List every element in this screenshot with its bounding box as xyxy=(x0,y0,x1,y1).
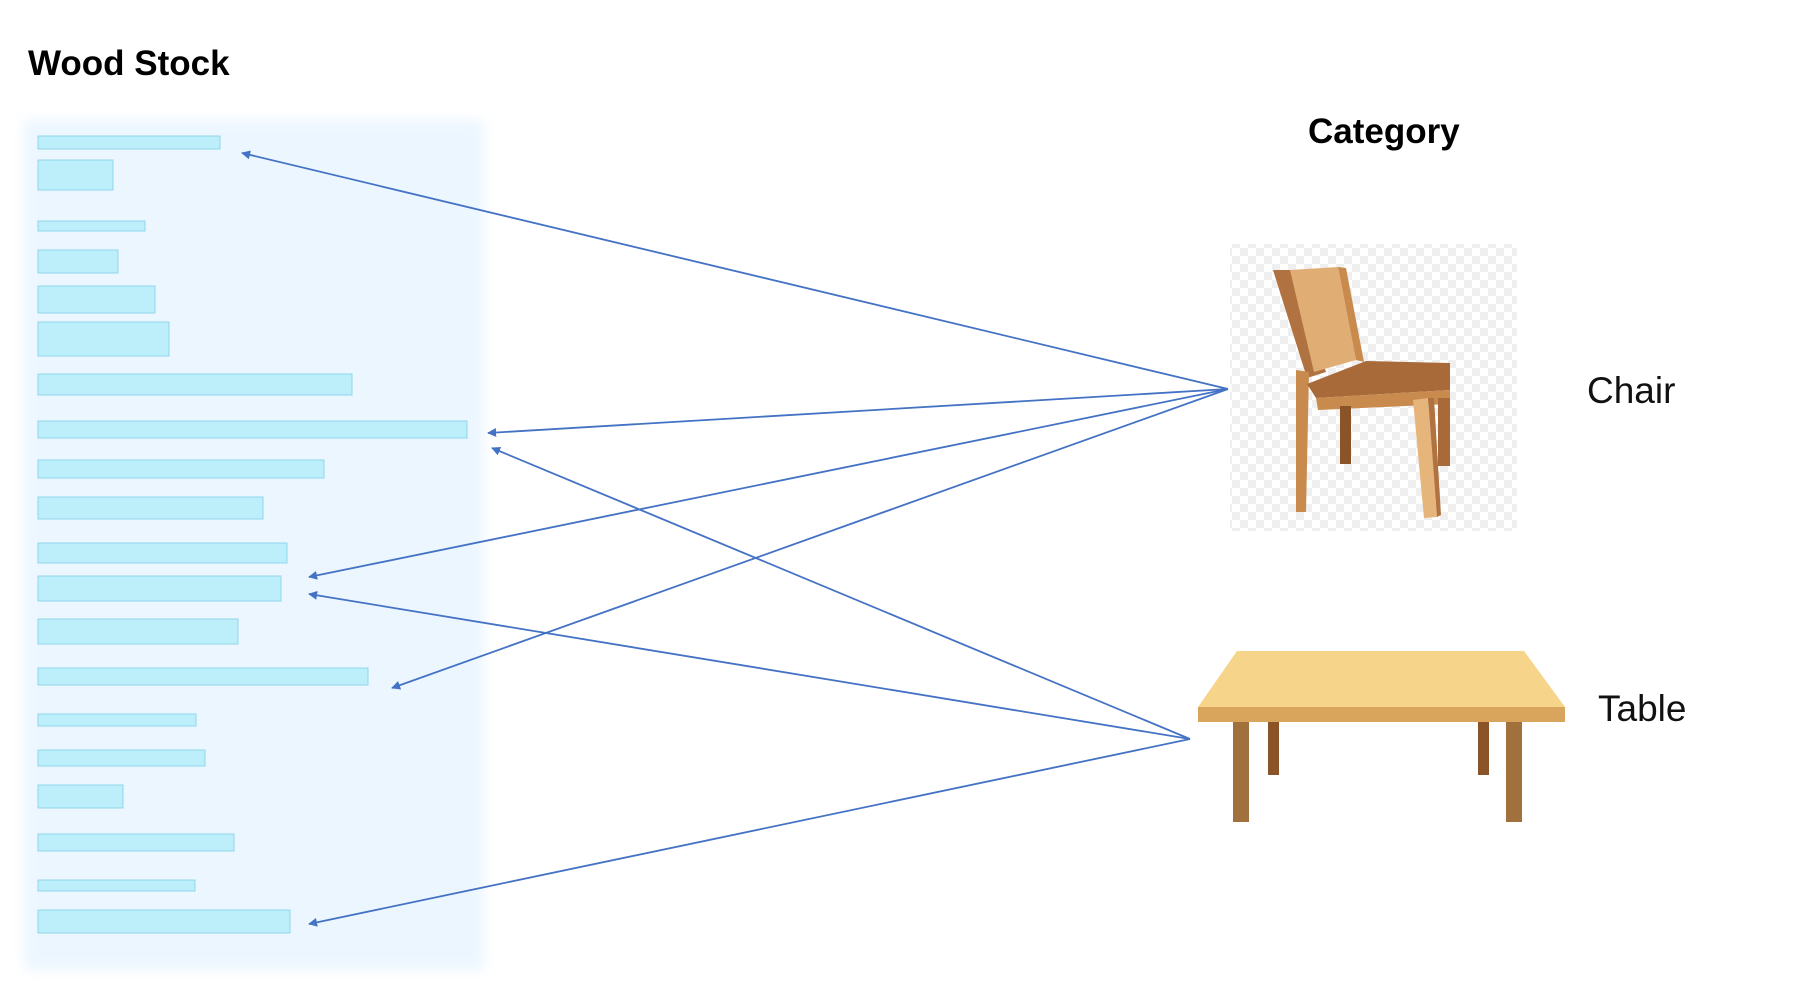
stock-item-8 xyxy=(37,420,468,439)
stock-item-15 xyxy=(37,713,197,727)
stock-item-2 xyxy=(37,159,114,191)
stock-item-17 xyxy=(37,784,124,809)
stock-item-19 xyxy=(37,879,196,892)
arrow-chair-to-item-11 xyxy=(308,388,1229,580)
wood-stock-title: Wood Stock xyxy=(28,44,230,83)
arrow-chair-to-item-14 xyxy=(391,388,1229,690)
stock-item-14 xyxy=(37,667,369,686)
connector-arrows xyxy=(241,150,1229,927)
stock-item-18 xyxy=(37,833,235,852)
stock-item-1 xyxy=(37,135,221,150)
stock-item-13 xyxy=(37,618,239,645)
stock-item-20 xyxy=(37,909,291,934)
stock-item-5 xyxy=(37,285,156,314)
table-label: Table xyxy=(1598,688,1687,729)
stock-item-6 xyxy=(37,321,170,357)
arrow-table-to-item-8 xyxy=(491,446,1191,740)
arrow-table-to-item-20 xyxy=(308,738,1191,927)
stock-item-11 xyxy=(37,542,288,564)
arrow-chair-to-item-8 xyxy=(487,388,1229,438)
chair-icon xyxy=(1230,244,1517,531)
category-title: Category xyxy=(1308,112,1460,151)
stock-item-4 xyxy=(37,249,119,274)
stock-item-16 xyxy=(37,749,206,767)
table-icon xyxy=(1198,651,1565,822)
stock-item-9 xyxy=(37,459,325,479)
stock-item-12 xyxy=(37,575,282,602)
chair-label: Chair xyxy=(1587,370,1676,411)
stock-item-3 xyxy=(37,220,146,232)
arrow-chair-to-item-1 xyxy=(241,150,1229,390)
stock-item-10 xyxy=(37,496,264,520)
stock-item-7 xyxy=(37,373,353,396)
wood-stock-list xyxy=(24,120,484,970)
arrow-table-to-item-12 xyxy=(308,590,1191,740)
